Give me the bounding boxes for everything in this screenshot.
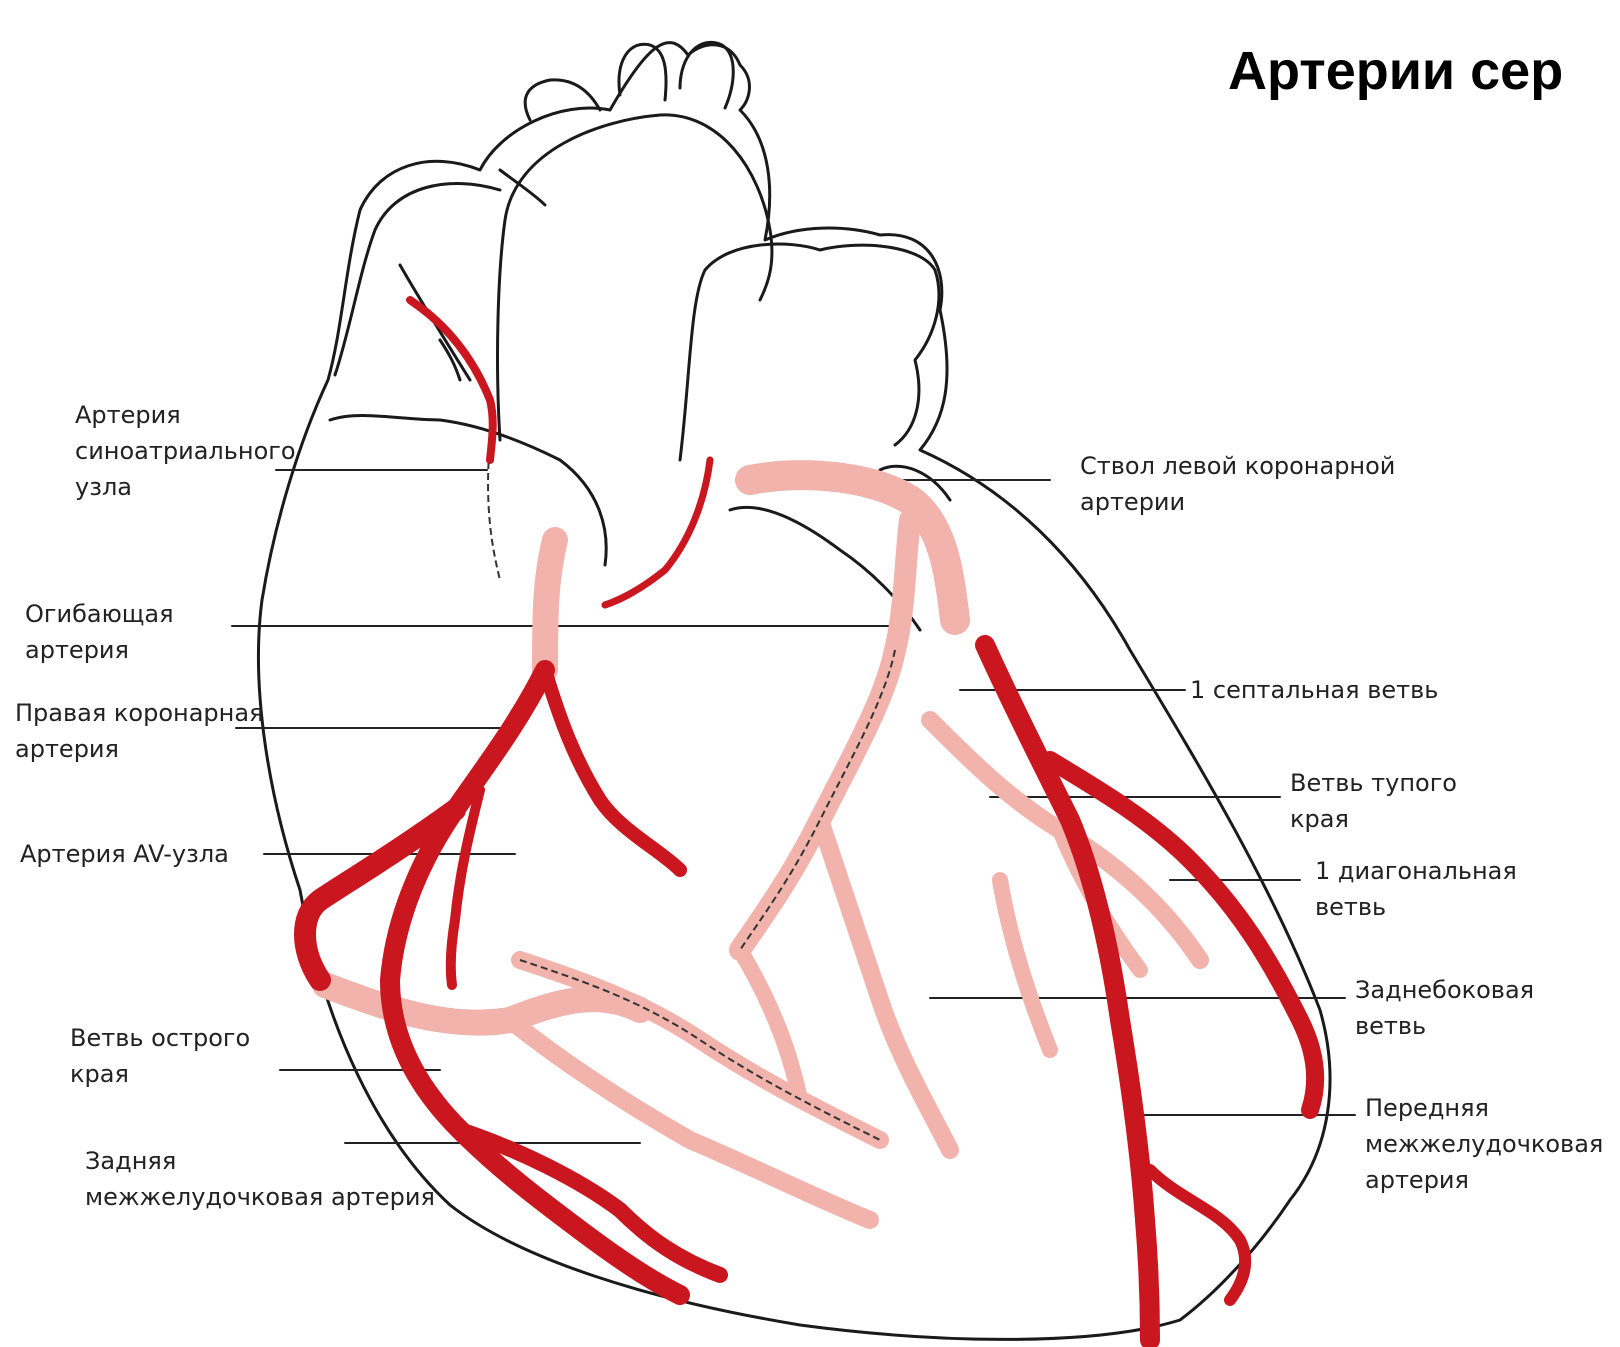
label-sa-node-artery: Артерия синоатриального узла	[75, 397, 296, 505]
ra-pale	[545, 540, 555, 670]
conus-artery	[605, 460, 710, 605]
label-av-node-artery: Артерия AV-узла	[20, 836, 229, 872]
pulmonary-trunk-outline	[680, 244, 939, 460]
apical-branch	[1150, 1170, 1245, 1300]
label-acute-marginal-branch: Ветвь острого края	[70, 1020, 250, 1092]
label-posterolateral-branch: Заднебоковая ветвь	[1355, 972, 1534, 1044]
aorta-outline	[498, 115, 772, 440]
anterior-iv-artery	[985, 645, 1150, 1340]
label-posterior-interventricular-artery: Задняя межжелудочковая артерия	[85, 1143, 435, 1215]
left-main-pale	[750, 475, 955, 620]
label-left-main-coronary: Ствол левой коронарной артерии	[1080, 448, 1395, 520]
right-coronary-branch	[545, 670, 680, 870]
posterior-pale-branch-1	[820, 820, 950, 1150]
sa-node-artery	[410, 300, 493, 460]
page-title: Артерии сер	[1228, 40, 1563, 102]
label-anterior-interventricular-artery: Передняя межжелудочковая артерия	[1365, 1090, 1603, 1198]
circumflex-pale	[740, 520, 910, 950]
label-septal-branch: 1 септальная ветвь	[1190, 672, 1438, 708]
label-right-coronary-artery: Правая коронарная артерия	[15, 695, 263, 767]
label-circumflex-artery: Огибающая артерия	[25, 596, 174, 668]
minor-vessel-outline	[400, 170, 545, 380]
posterior-iv-artery	[460, 1130, 720, 1275]
label-obtuse-marginal-branch: Ветвь тупого края	[1290, 765, 1457, 837]
acute-marginal-branch	[305, 810, 455, 980]
label-diagonal-branch: 1 диагональная ветвь	[1315, 853, 1517, 925]
